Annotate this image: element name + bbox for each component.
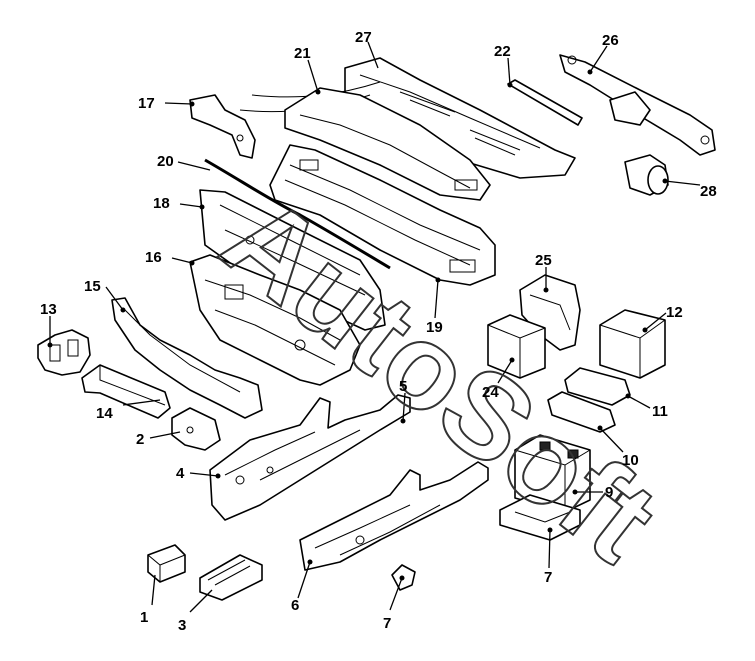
callout-20: 19 <box>426 319 443 336</box>
part-20-dash-cross-panel <box>269 144 496 286</box>
callout-labels: 27 21 22 26 17 20 28 18 16 25 15 13 12 1… <box>40 29 717 634</box>
callout-1: 1 <box>140 609 148 626</box>
callout-4: 4 <box>176 465 185 482</box>
callout-14: 13 <box>40 301 57 318</box>
part-10-battery <box>514 434 591 513</box>
part-27-wiper-linkage <box>559 54 716 156</box>
callout-5: 5 <box>399 378 407 395</box>
callout-11: 10 <box>622 452 639 469</box>
callout-3: 3 <box>178 617 186 634</box>
part-2-small-bracket <box>171 407 221 451</box>
part-1-block <box>147 544 186 583</box>
callout-21: 20 <box>157 153 174 170</box>
part-6-rear-subframe <box>299 461 489 571</box>
part-12-terminal-cover <box>564 367 631 406</box>
callout-17: 16 <box>145 249 162 266</box>
part-25-relay-box <box>487 314 546 379</box>
callout-25: 24 <box>482 384 499 401</box>
callout-22: 21 <box>294 45 311 62</box>
callout-2: 2 <box>136 431 144 448</box>
part-14-mount-bracket <box>37 329 91 376</box>
part-28-wiper-motor <box>624 154 669 196</box>
callout-18: 17 <box>138 95 155 112</box>
part-24-strut <box>507 79 583 126</box>
callout-15: 14 <box>96 405 113 422</box>
part-18-bracket <box>189 94 256 159</box>
part-4-front-subframe <box>209 394 411 521</box>
part-9-battery-tray <box>499 494 581 541</box>
callout-27: 26 <box>602 32 619 49</box>
callout-16: 15 <box>84 278 101 295</box>
callout-24: 22 <box>494 43 511 60</box>
callout-6: 6 <box>291 597 299 614</box>
callout-12: 11 <box>652 403 668 420</box>
callout-23: 27 <box>355 29 372 46</box>
callout-26: 25 <box>535 252 552 269</box>
part-17-dash-frame <box>189 254 361 386</box>
part-21-seal-strip <box>204 158 391 270</box>
callout-7: 7 <box>383 615 391 632</box>
part-13-battery-cover <box>599 309 666 379</box>
callout-28: 28 <box>700 183 717 200</box>
callout-13: 12 <box>666 304 683 321</box>
leader-lines <box>49 41 701 613</box>
callout-9: 7 <box>544 569 552 586</box>
part-3-channel <box>199 554 263 601</box>
part-15-rail-section <box>81 364 171 419</box>
part-7-clip <box>391 564 416 591</box>
callout-19: 18 <box>153 195 170 212</box>
part-22-cowl-panel <box>284 87 491 201</box>
callout-10: 9 <box>605 484 613 501</box>
